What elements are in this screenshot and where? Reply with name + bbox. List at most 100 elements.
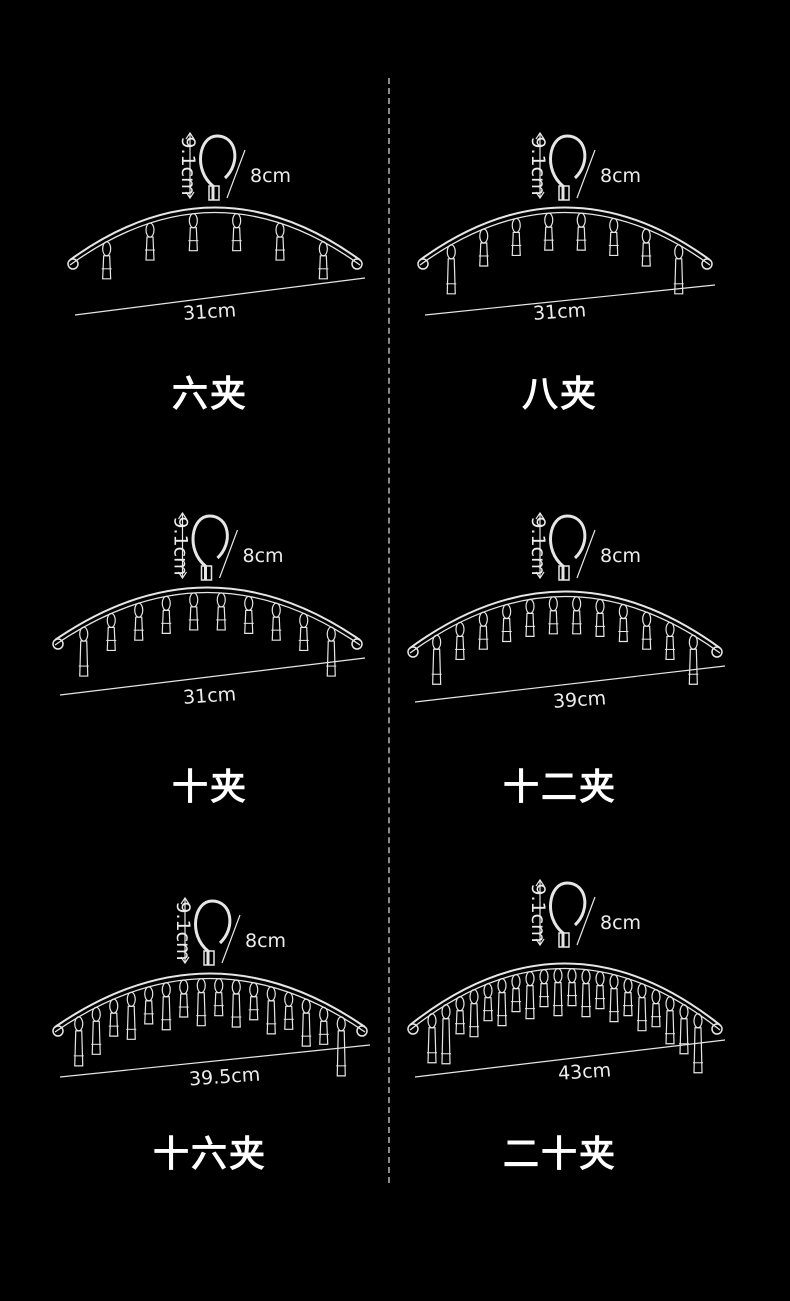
clip	[431, 634, 442, 685]
clip	[693, 1013, 703, 1074]
clip	[553, 968, 563, 1017]
clip	[318, 1006, 329, 1045]
hanger-diagram-6: 9.1cm 8cm 31cm	[67, 131, 366, 325]
clip	[595, 598, 605, 637]
height-arrow-heads	[180, 896, 190, 965]
clip	[548, 596, 559, 635]
height-arrow-heads	[185, 131, 195, 200]
hanger-arc	[69, 206, 361, 261]
hook-size-label: 8cm	[250, 165, 291, 187]
product-title: 十六夹	[152, 1134, 267, 1175]
clip	[275, 222, 285, 261]
width-arrow	[59, 1044, 371, 1078]
clip	[243, 595, 254, 634]
clip	[106, 612, 117, 652]
clip	[595, 971, 605, 1010]
clip	[161, 595, 172, 634]
clip	[665, 996, 675, 1045]
width-label: 31cm	[182, 299, 237, 325]
product-title: 八夹	[521, 374, 598, 415]
hanger-arc-inner	[54, 591, 361, 646]
hanger-end-curl	[701, 258, 713, 270]
clip	[178, 979, 189, 1018]
height-arrow-heads	[178, 511, 187, 580]
clip	[266, 986, 277, 1035]
clip	[623, 978, 633, 1017]
clip	[673, 244, 684, 295]
hook-swivel	[558, 185, 570, 201]
clip	[511, 217, 522, 257]
clip	[145, 222, 155, 261]
clip	[326, 626, 337, 677]
clip	[571, 596, 582, 635]
hook-swivel	[203, 950, 215, 966]
clip	[248, 982, 259, 1021]
clip	[298, 612, 309, 652]
clip	[651, 989, 661, 1028]
height-label: 9.1cm	[527, 136, 549, 195]
height-arrow-heads	[535, 131, 545, 200]
hook-size-arrow	[221, 914, 241, 964]
clip	[161, 982, 172, 1031]
clip	[213, 978, 224, 1017]
width-label: 43cm	[557, 1059, 612, 1085]
hook-size-label: 8cm	[600, 545, 641, 567]
height-label: 9.1cm	[172, 901, 194, 960]
clip	[231, 979, 242, 1028]
height-label: 9.1cm	[527, 516, 549, 575]
hanger-end-curl	[711, 1023, 723, 1035]
hanger-arc-inner	[419, 211, 711, 266]
hook-swivel	[558, 932, 570, 948]
clip	[101, 241, 112, 280]
hook-size-arrow	[218, 529, 239, 579]
clip	[609, 974, 619, 1023]
clip	[283, 991, 294, 1030]
clip	[78, 626, 89, 677]
clip	[483, 983, 493, 1022]
clip	[679, 1004, 689, 1055]
hanger-end-curl	[407, 646, 419, 658]
clip	[73, 1016, 84, 1067]
clip	[336, 1016, 347, 1077]
hanger-arc	[409, 962, 721, 1026]
hanger-arc-inner	[69, 211, 361, 266]
clip	[126, 991, 137, 1040]
clip	[455, 996, 465, 1035]
clip	[501, 603, 512, 643]
height-arrow-heads	[535, 511, 545, 580]
hanger-arc	[419, 206, 711, 261]
width-arrow	[414, 665, 726, 703]
hanger-end-curl	[351, 638, 363, 650]
clip	[133, 602, 144, 641]
height-label: 9.1cm	[170, 516, 192, 575]
width-label: 31cm	[182, 683, 237, 709]
height-label: 9.1cm	[177, 136, 199, 195]
hook	[194, 899, 232, 965]
product-title: 十二夹	[502, 767, 617, 808]
clip	[143, 986, 154, 1025]
clip	[301, 998, 312, 1047]
clip	[608, 217, 619, 257]
hook-size-arrow	[576, 149, 596, 199]
clip	[665, 621, 675, 661]
width-arrow	[59, 657, 366, 696]
clip	[427, 1013, 437, 1064]
product-title: 二十夹	[502, 1134, 617, 1175]
product-title: 十夹	[171, 767, 248, 808]
clip	[231, 213, 242, 252]
hanger-end-curl	[711, 646, 723, 658]
hook-swivel	[558, 565, 570, 581]
clip	[469, 989, 479, 1038]
hanger-arc-inner	[409, 596, 721, 654]
clip	[271, 602, 282, 641]
hook	[199, 134, 237, 200]
hanger-end-curl	[52, 1025, 64, 1037]
clip	[108, 998, 119, 1037]
clip	[641, 611, 652, 650]
clip	[478, 611, 489, 650]
hanger-arc	[54, 972, 366, 1028]
